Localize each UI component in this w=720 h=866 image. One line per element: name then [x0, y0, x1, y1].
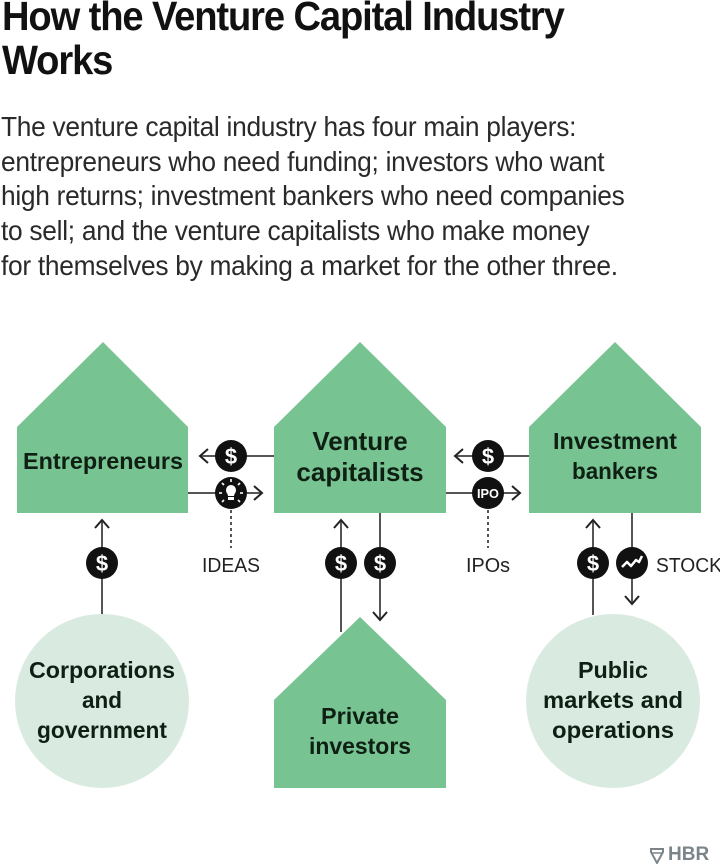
node-entrepreneurs: Entrepreneurs	[17, 342, 188, 513]
public-label-line-1: Public	[578, 657, 648, 683]
corporations-label-line-1: Corporations	[29, 657, 175, 683]
vc-label-line-2: capitalists	[296, 457, 423, 487]
dollar-icon	[215, 440, 247, 472]
description-line: to sell; and the venture capitalists who…	[1, 215, 590, 247]
page-title: How the Venture Capital Industry Works	[2, 0, 672, 82]
description: The venture capital industry has four ma…	[1, 110, 715, 284]
description-line: entrepreneurs who need funding; investor…	[1, 145, 605, 177]
bankers-label-line-1: Investment	[553, 428, 677, 454]
ipo-icon: IPO	[472, 477, 504, 509]
corporations-label-line-3: government	[37, 717, 167, 743]
stock-chart-icon	[616, 547, 648, 579]
node-private-investors: Private investors	[274, 617, 446, 788]
node-investment-bankers: Investment bankers	[529, 342, 701, 513]
public-label-line-2: markets and	[543, 687, 683, 713]
svg-text:IPO: IPO	[477, 486, 499, 501]
private-label-line-2: investors	[309, 733, 411, 759]
description-line: high returns; investment bankers who nee…	[1, 180, 625, 212]
hbr-shield-icon	[650, 848, 664, 864]
vc-label-line-1: Venture	[312, 426, 407, 456]
circle-shape	[15, 614, 189, 788]
brand-logo: HBR	[668, 844, 710, 865]
title-line-2: Works	[2, 37, 113, 83]
house-shape	[17, 342, 188, 513]
corporations-label-line-2: and	[82, 687, 122, 713]
stock-caption: STOCK	[656, 555, 720, 577]
title-line-1: How the Venture Capital Industry	[2, 0, 565, 39]
house-shape	[274, 342, 446, 513]
house-shape	[274, 617, 446, 788]
description-line: for themselves by making a market for th…	[1, 249, 618, 281]
dollar-icon	[364, 547, 396, 579]
private-label-line-1: Private	[321, 703, 399, 729]
node-venture-capitalists: Venture capitalists	[274, 342, 446, 513]
bankers-label-line-2: bankers	[572, 458, 658, 484]
dollar-icon	[86, 547, 118, 579]
dollar-icon	[325, 547, 357, 579]
public-label-line-3: operations	[552, 717, 674, 743]
dollar-icon	[472, 440, 504, 472]
circle-shape	[526, 614, 700, 788]
ipos-caption: IPOs	[466, 555, 510, 577]
lightbulb-icon	[215, 477, 247, 509]
description-line: The venture capital industry has four ma…	[1, 111, 577, 142]
node-corporations-government: Corporations and government	[15, 614, 189, 788]
node-public-markets: Public markets and operations	[526, 614, 700, 788]
house-shape	[529, 342, 701, 513]
ideas-caption: IDEAS	[202, 555, 260, 577]
entrepreneurs-label: Entrepreneurs	[23, 448, 183, 474]
dollar-icon	[577, 547, 609, 579]
